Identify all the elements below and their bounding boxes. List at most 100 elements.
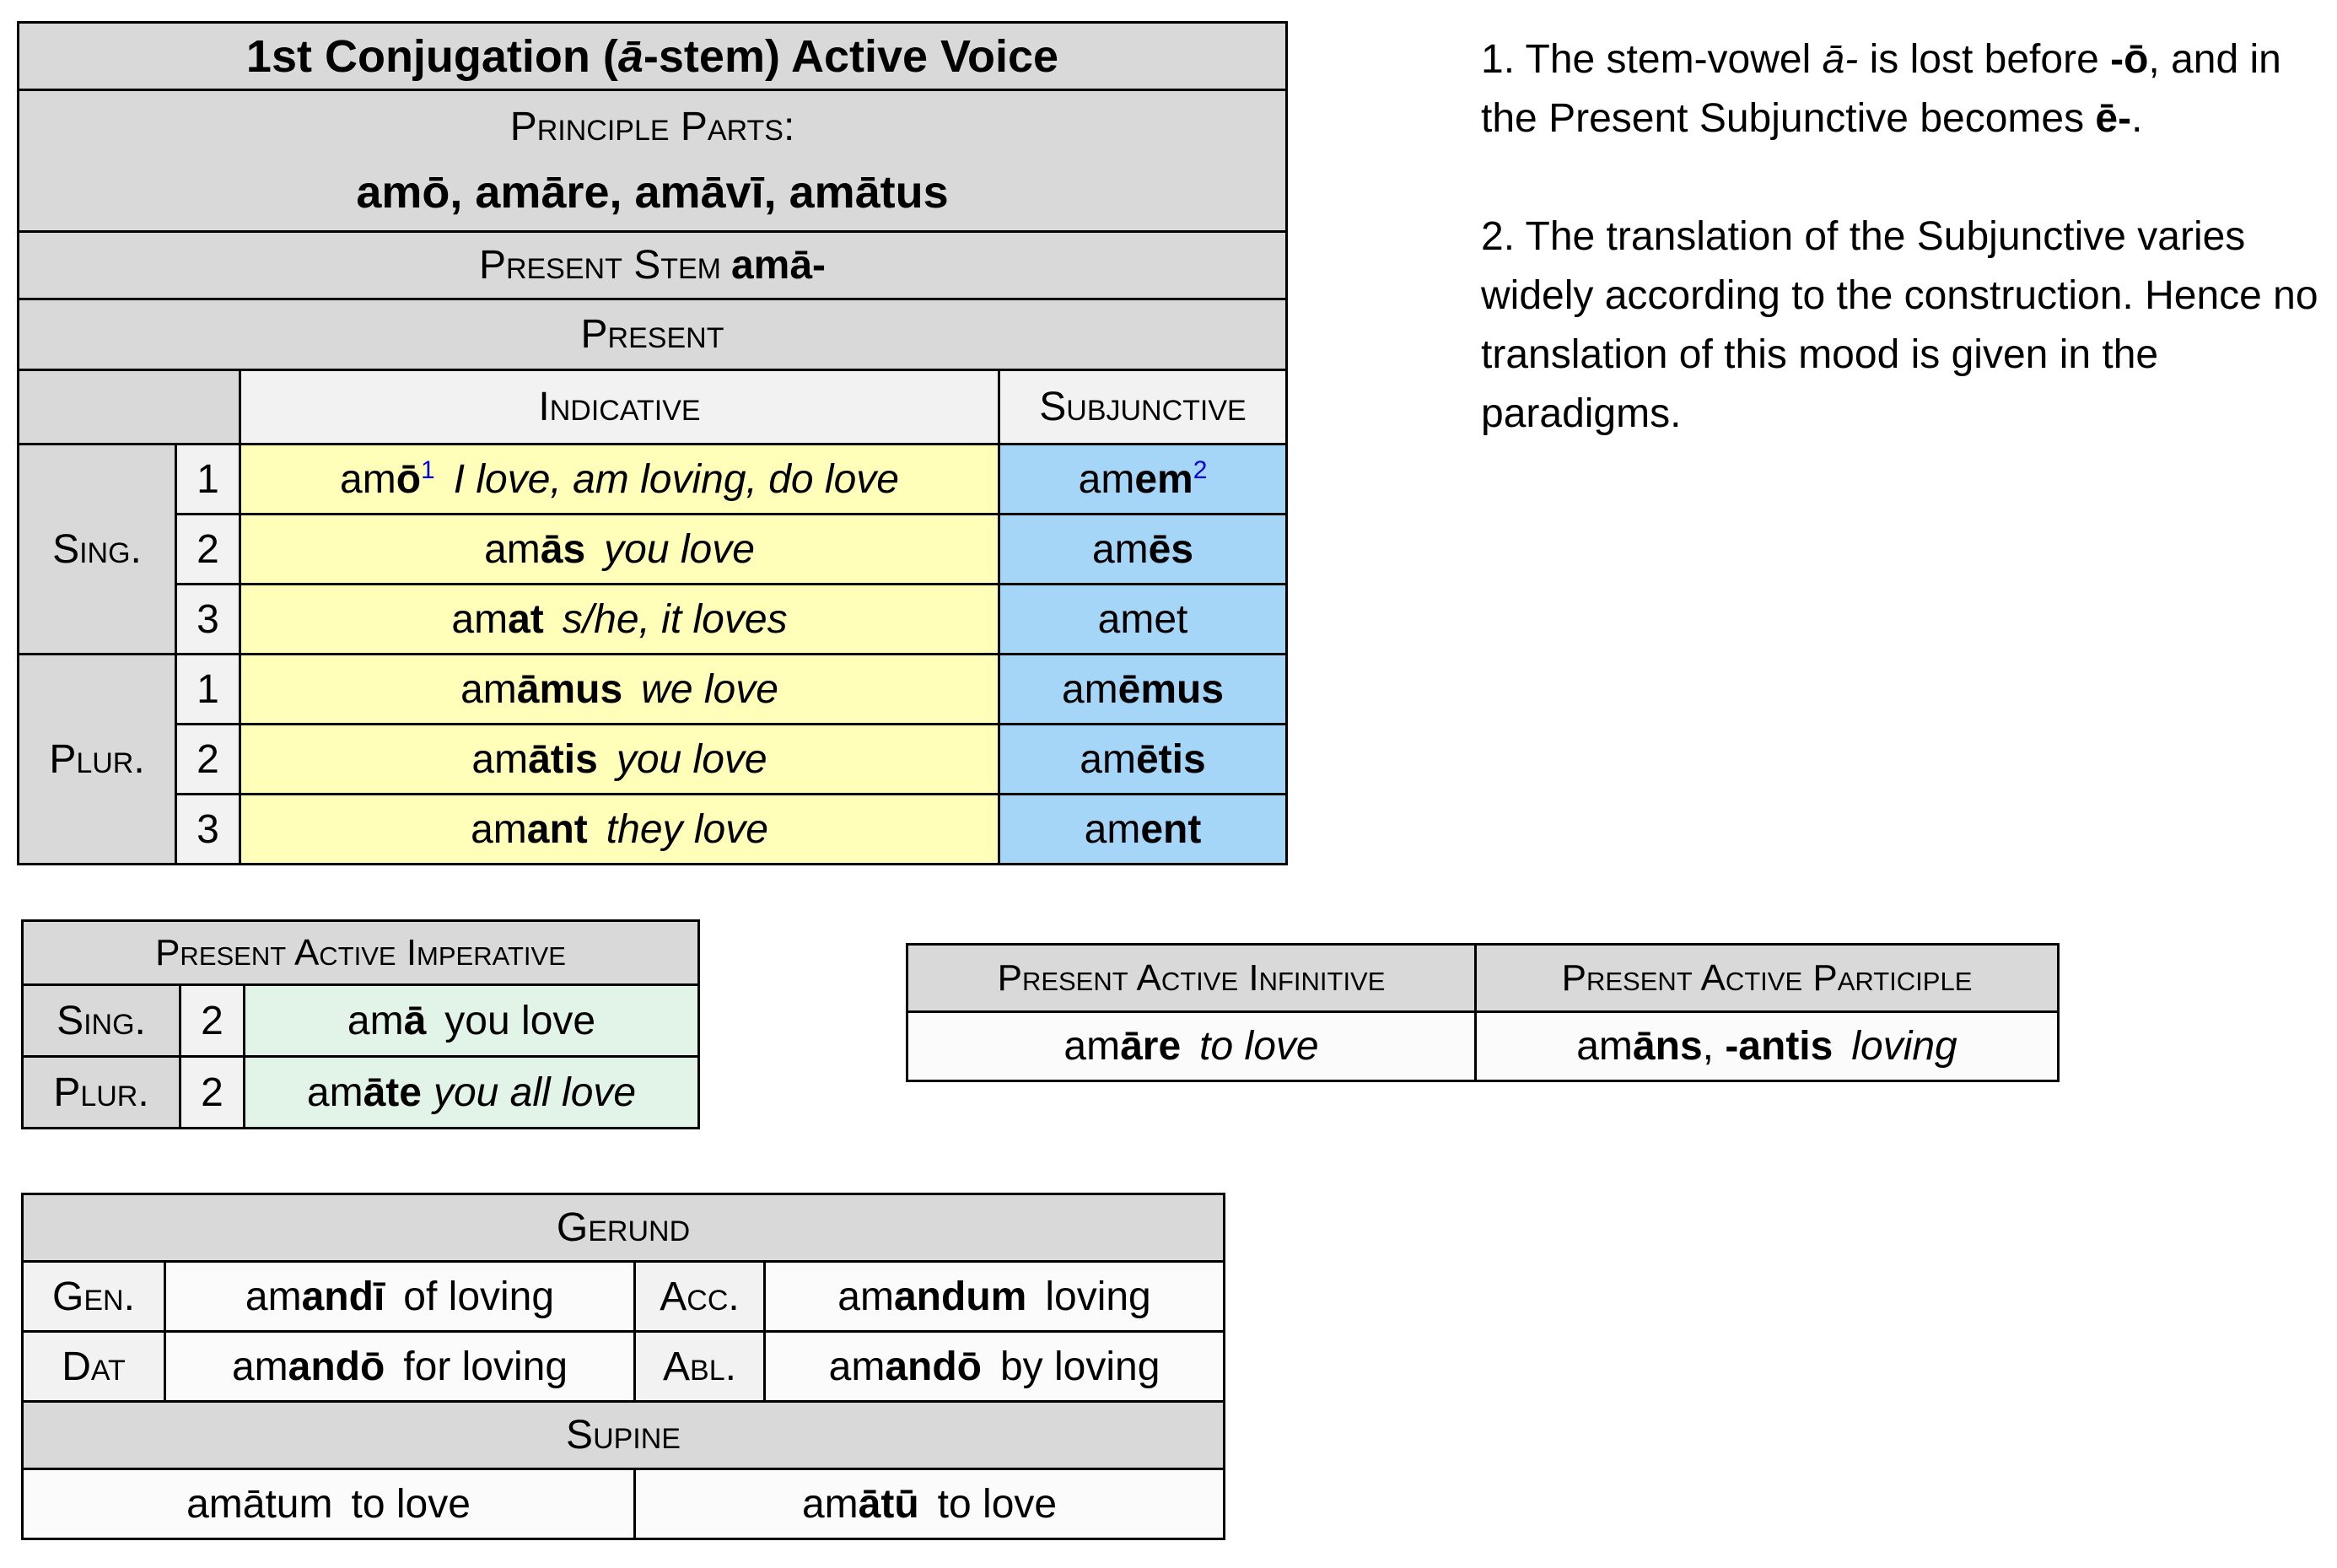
latin-ending: andī — [301, 1274, 385, 1319]
case-label-gen: Gen. — [21, 1260, 166, 1333]
gerund-title-row: Gerund — [20, 1193, 1226, 1263]
latin-stem: am — [1063, 1024, 1121, 1069]
latin-ending: āte — [363, 1070, 422, 1115]
corner-cell — [17, 369, 241, 445]
mood-header-row: Indicative Subjunctive — [17, 369, 1288, 445]
participle-header: Present Active Participle — [1474, 943, 2060, 1013]
note1-text: 1. The stem-vowel — [1481, 37, 1823, 82]
latin-stem: am — [484, 526, 541, 572]
gerund-title: Gerund — [20, 1193, 1226, 1263]
table-title: 1st Conjugation (ā-stem) Active Voice — [17, 21, 1288, 91]
principle-parts-cell: Principle Parts: amō, amāre, amāvī, amāt… — [17, 89, 1288, 233]
translation: s/he, it loves — [562, 596, 788, 642]
latin-stem: am — [1061, 666, 1118, 712]
latin-stem: amātum — [186, 1481, 333, 1527]
translation: they love — [606, 806, 768, 852]
tense-header: Present — [17, 298, 1288, 371]
latin-stem: am — [471, 736, 529, 782]
indicative-header: Indicative — [239, 369, 1000, 445]
latin-ending: ent — [1140, 806, 1202, 852]
person-cell: 2 — [179, 983, 245, 1058]
translation: I love, am loving, do love — [453, 456, 899, 502]
latin-ending: andum — [893, 1274, 1027, 1319]
footnote-1: 1. The stem-vowel ā- is lost before -ō, … — [1481, 30, 2324, 148]
translation: we love — [641, 666, 778, 712]
latin-stem: am — [471, 806, 527, 852]
person-cell: 3 — [175, 793, 241, 865]
translation: of loving — [403, 1274, 555, 1319]
group-label-plural: Plur. — [17, 653, 177, 865]
latin-ending: at — [508, 596, 544, 642]
subjunctive-cell: amēs — [998, 513, 1288, 585]
latin-stem: am — [306, 1070, 363, 1115]
latin-ending: ētis — [1135, 736, 1206, 782]
imperative-title: Present Active Imperative — [21, 919, 700, 986]
infinitive-header: Present Active Infinitive — [906, 943, 1477, 1013]
supine-cell-acc: amātum to love — [21, 1468, 636, 1540]
latin-ending: ant — [526, 806, 588, 852]
latin-ending: āns — [1632, 1024, 1703, 1069]
note1-text: . — [2131, 96, 2143, 141]
latin-stem: am — [231, 1344, 288, 1389]
footnote-2: 2. The translation of the Subjunctive va… — [1481, 214, 2318, 436]
translation: you love — [604, 526, 755, 572]
latin-ending: ō — [396, 456, 422, 502]
case-label-dat: Dat — [21, 1330, 166, 1403]
present-stem-label: Present Stem — [478, 243, 721, 288]
latin-stem: am — [801, 1481, 859, 1527]
translation: by loving — [999, 1344, 1160, 1389]
translation: to love — [351, 1481, 471, 1527]
case-label-acc: Acc. — [633, 1260, 766, 1333]
translation: to love — [937, 1481, 1058, 1527]
supine-cell-abl: amātū to love — [633, 1468, 1226, 1540]
indicative-cell: amant they love — [239, 793, 1000, 865]
title-text-pre: 1st Conjugation ( — [245, 30, 618, 82]
person-cell: 3 — [175, 583, 241, 655]
infinitive-participle-header-row: Present Active Infinitive Present Active… — [906, 943, 2060, 1013]
subjunctive-header: Subjunctive — [998, 369, 1288, 445]
note1-bold-e: ē- — [2095, 96, 2132, 141]
translation: loving — [1851, 1024, 1957, 1069]
translation: to love — [1199, 1024, 1319, 1069]
translation: you love — [444, 998, 596, 1043]
subjunctive-cell: amēmus — [998, 653, 1288, 725]
latin-stem: am — [1576, 1024, 1633, 1069]
footnote-ref-2: 2 — [1193, 455, 1208, 484]
latin-ending: ātis — [528, 736, 598, 782]
latin-ending: andō — [885, 1344, 982, 1389]
latin-stem: am — [1084, 806, 1141, 852]
subjunctive-cell: amētis — [998, 723, 1288, 795]
infinitive-participle-table: Present Active Infinitive Present Active… — [906, 943, 2060, 1082]
latin-stem: am — [837, 1274, 894, 1319]
note1-text: , and in the Present Subjunctive becomes — [1481, 37, 2281, 141]
number-label: Plur. — [21, 1055, 181, 1129]
latin-stem: am — [1080, 736, 1136, 782]
title-text-italic: ā — [617, 30, 643, 82]
latin-stem: amet — [1097, 596, 1188, 642]
latin-ending: ātū — [858, 1481, 919, 1527]
translation: you love — [616, 736, 767, 782]
person-cell: 1 — [175, 653, 241, 725]
person-cell: 2 — [179, 1055, 245, 1129]
latin-mid: , — [1702, 1024, 1726, 1069]
supine-title-row: Supine — [20, 1400, 1226, 1470]
present-stem-value: amā- — [730, 243, 827, 288]
